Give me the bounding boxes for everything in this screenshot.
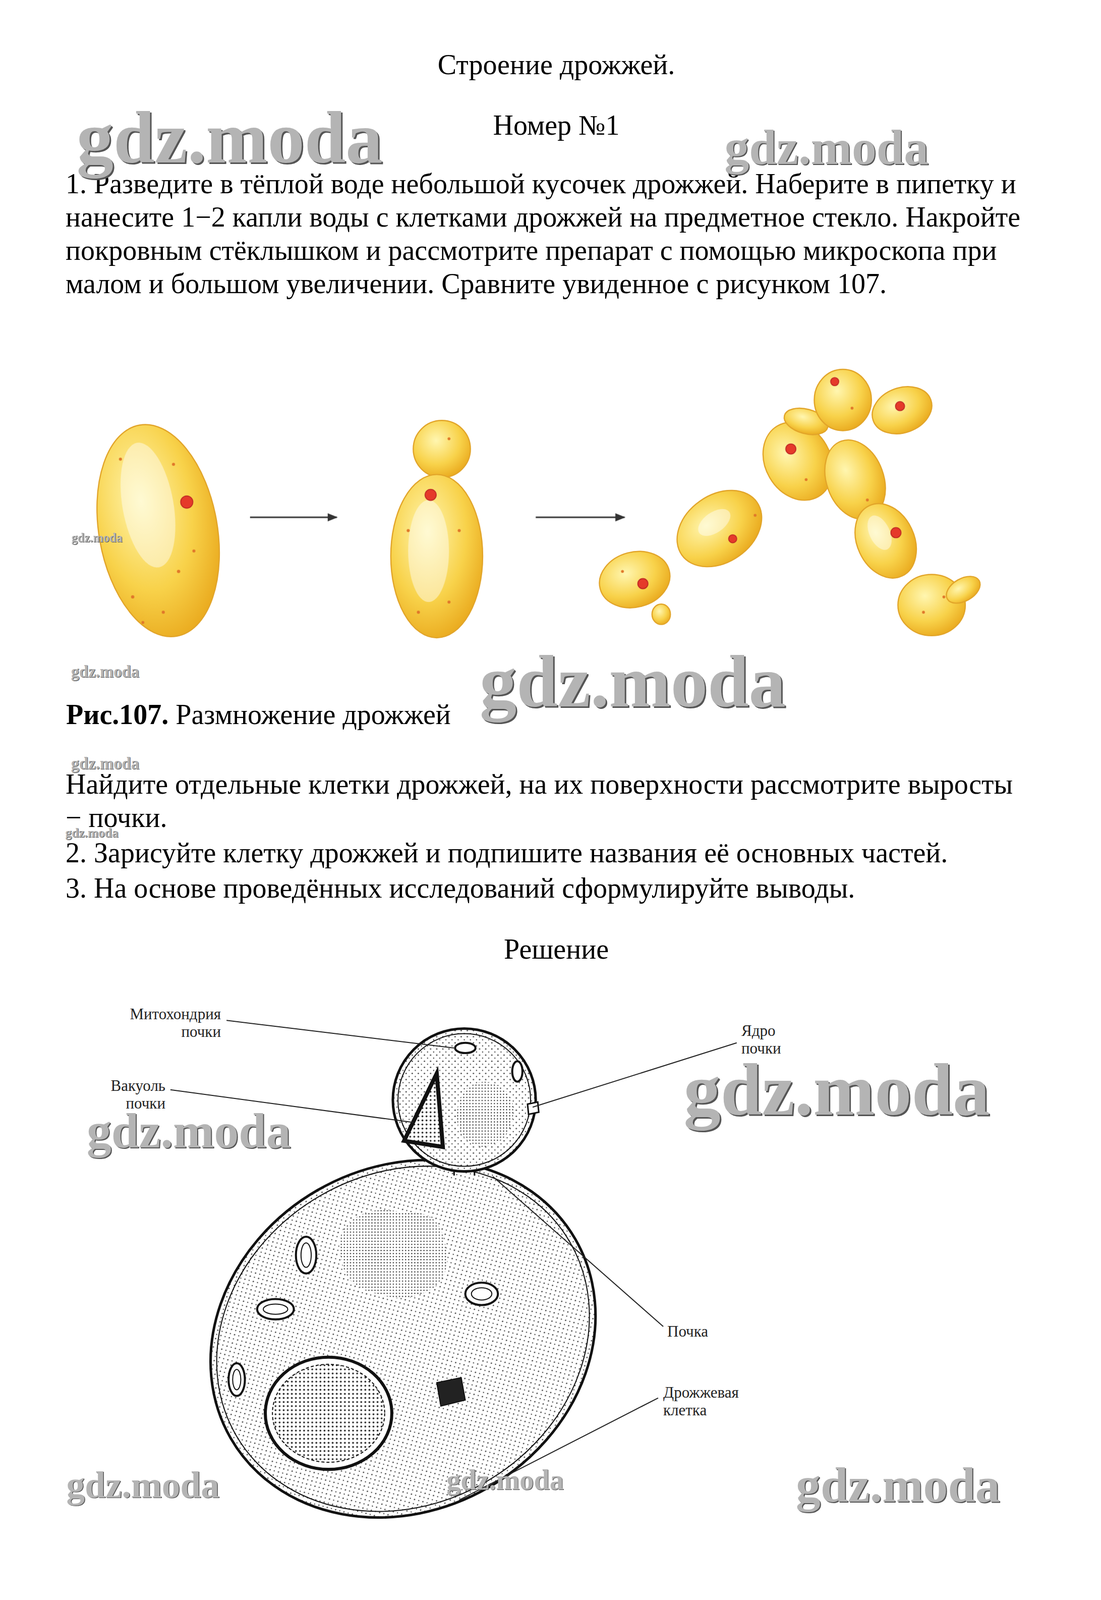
- watermark: gdz.moda: [683, 1052, 991, 1127]
- watermark: gdz.moda: [65, 826, 119, 839]
- leader-lines: [170, 1019, 737, 1499]
- yeast-cells: [81, 369, 985, 647]
- task-number: Номер №1: [492, 108, 620, 142]
- watermark: gdz.moda: [86, 1106, 292, 1156]
- part-label: Почка: [667, 1322, 709, 1341]
- instruction-text: Найдите отдельные клетки дрожжей, на их …: [65, 767, 1034, 834]
- page-title: Строение дрожжей.: [437, 47, 676, 82]
- watermark: gdz.moda: [66, 1466, 220, 1503]
- watermark: gdz.moda: [446, 1465, 564, 1494]
- watermark: gdz.moda: [71, 531, 123, 544]
- figure-caption: Размножение дрожжей: [175, 697, 451, 731]
- section-heading: Решение: [503, 932, 609, 966]
- watermark: gdz.moda: [479, 644, 786, 719]
- instruction-text: 3. На основе проведённых исследований сф…: [65, 871, 1055, 905]
- watermark: gdz.moda: [71, 755, 140, 772]
- watermark: gdz.moda: [71, 663, 140, 680]
- part-label: Дрожжевая клетка: [663, 1383, 739, 1419]
- part-label: Ядро почки: [741, 1021, 782, 1057]
- figure-number: Рис.107.: [66, 697, 169, 731]
- watermark: gdz.moda: [795, 1460, 1001, 1510]
- watermark: gdz.moda: [76, 100, 383, 176]
- instruction-text: 1. Разведите в тёплой воде небольшой кус…: [65, 166, 1034, 301]
- part-label: Митохондрия почки: [129, 1005, 221, 1040]
- instruction-text: 2. Зарисуйте клетку дрожжей и подпишите …: [65, 835, 1055, 869]
- watermark: gdz.moda: [724, 123, 929, 173]
